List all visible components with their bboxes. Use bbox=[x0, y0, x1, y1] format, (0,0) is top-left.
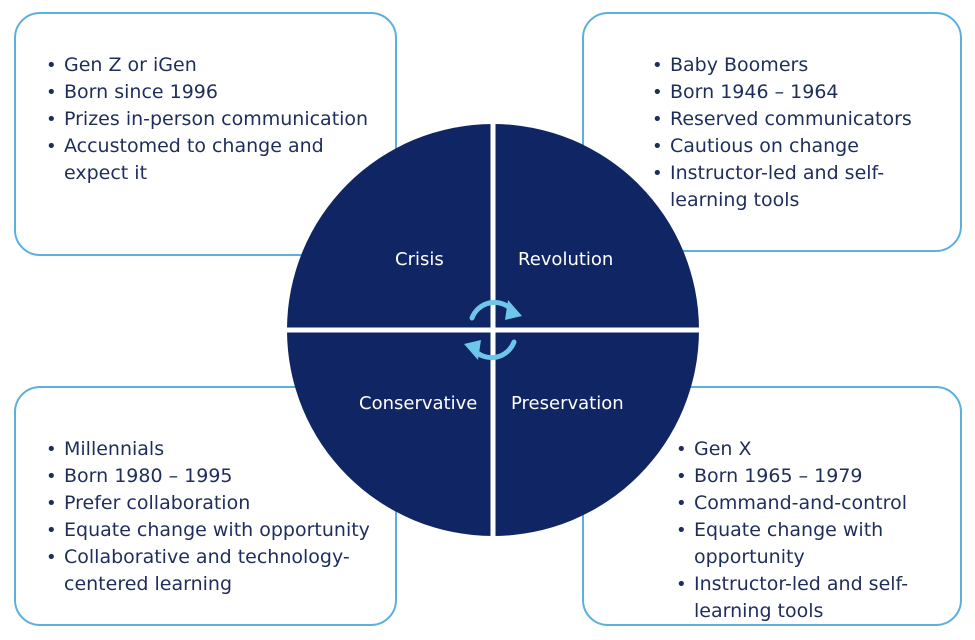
quadrant-label-preservation: Preservation bbox=[511, 393, 624, 414]
list-item: Gen Z or iGen bbox=[46, 52, 376, 79]
quadrant-label-crisis: Crisis bbox=[395, 249, 444, 270]
quadrant-label-conservative: Conservative bbox=[359, 393, 478, 414]
list-item: Collaborative and technology-centered le… bbox=[46, 544, 386, 598]
list-item: Instructor-led and self-learning tools bbox=[676, 571, 956, 625]
list-item: Accustomed to change and expect it bbox=[46, 133, 376, 187]
generation-box-gen-z: Gen Z or iGen Born since 1996 Prizes in-… bbox=[14, 12, 397, 256]
list-item: Prizes in-person communication bbox=[46, 106, 376, 133]
gen-z-bullet-list: Gen Z or iGen Born since 1996 Prizes in-… bbox=[46, 52, 376, 187]
list-item: Equate change with opportunity bbox=[676, 517, 956, 571]
list-item: Born 1965 – 1979 bbox=[676, 463, 956, 490]
cycle-arrows-icon bbox=[464, 299, 522, 361]
list-item: Cautious on change bbox=[652, 133, 952, 160]
list-item: Instructor-led and self-learning tools bbox=[652, 160, 952, 214]
list-item: Command-and-control bbox=[676, 490, 956, 517]
list-item: Born 1946 – 1964 bbox=[652, 79, 952, 106]
quadrant-label-revolution: Revolution bbox=[518, 249, 614, 270]
list-item: Equate change with opportunity bbox=[46, 517, 386, 544]
gen-x-bullet-list: Gen X Born 1965 – 1979 Command-and-contr… bbox=[676, 436, 956, 625]
list-item: Prefer collaboration bbox=[46, 490, 386, 517]
list-item: Millennials bbox=[46, 436, 386, 463]
list-item: Baby Boomers bbox=[652, 52, 952, 79]
baby-boomers-bullet-list: Baby Boomers Born 1946 – 1964 Reserved c… bbox=[652, 52, 952, 214]
list-item: Reserved communicators bbox=[652, 106, 952, 133]
millennials-bullet-list: Millennials Born 1980 – 1995 Prefer coll… bbox=[46, 436, 386, 598]
list-item: Born since 1996 bbox=[46, 79, 376, 106]
list-item: Born 1980 – 1995 bbox=[46, 463, 386, 490]
list-item: Gen X bbox=[676, 436, 956, 463]
